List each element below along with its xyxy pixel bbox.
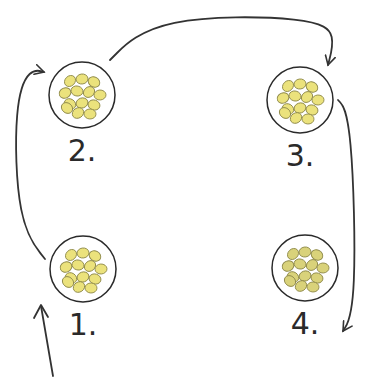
yellow-cell <box>60 274 76 289</box>
yellow-cell <box>312 95 325 106</box>
yellow-cell <box>293 258 307 270</box>
step-number: 1. <box>69 310 98 340</box>
dish-circle <box>50 236 116 302</box>
yellow-cell <box>302 114 314 124</box>
step-number: 2. <box>68 136 97 166</box>
yellow-cell <box>59 100 75 115</box>
cell-dish: 3. <box>262 65 338 171</box>
yellow-cell <box>277 105 293 120</box>
cycle-arrow <box>16 71 45 259</box>
cell-dish: 1. <box>45 234 121 340</box>
dish-outline <box>270 233 340 303</box>
yellow-cell <box>293 78 306 90</box>
yellow-cell <box>298 246 311 258</box>
yellow-cell <box>58 260 73 274</box>
dish-outline <box>47 60 117 130</box>
yellow-cell <box>76 247 89 259</box>
yellow-cell <box>84 109 96 119</box>
cell-dish: 4. <box>267 233 343 339</box>
yellow-cell <box>75 73 88 85</box>
yellow-cell <box>317 263 330 274</box>
yellow-cell <box>94 90 107 101</box>
yellow-cell <box>95 264 108 275</box>
yellow-cell <box>275 91 290 105</box>
loose-arrowhead <box>34 305 48 318</box>
yellow-cell <box>70 85 84 97</box>
yellow-cell <box>288 90 302 102</box>
yellow-cell <box>280 259 295 273</box>
cycle-arrow <box>110 17 332 65</box>
dish-outline <box>48 234 118 304</box>
dish-circle <box>272 235 338 301</box>
dish-circle <box>267 67 333 133</box>
yellow-cell <box>85 283 97 293</box>
yellow-cell <box>57 86 72 100</box>
step-number: 3. <box>286 141 315 171</box>
dish-outline <box>265 65 335 135</box>
cycle-arrow <box>338 100 354 331</box>
yellow-cell <box>282 273 298 288</box>
step-number: 4. <box>291 309 320 339</box>
cell-dish: 2. <box>44 60 120 166</box>
dish-circle <box>49 62 115 128</box>
yellow-cell <box>71 259 85 271</box>
yellow-cell <box>307 282 319 292</box>
